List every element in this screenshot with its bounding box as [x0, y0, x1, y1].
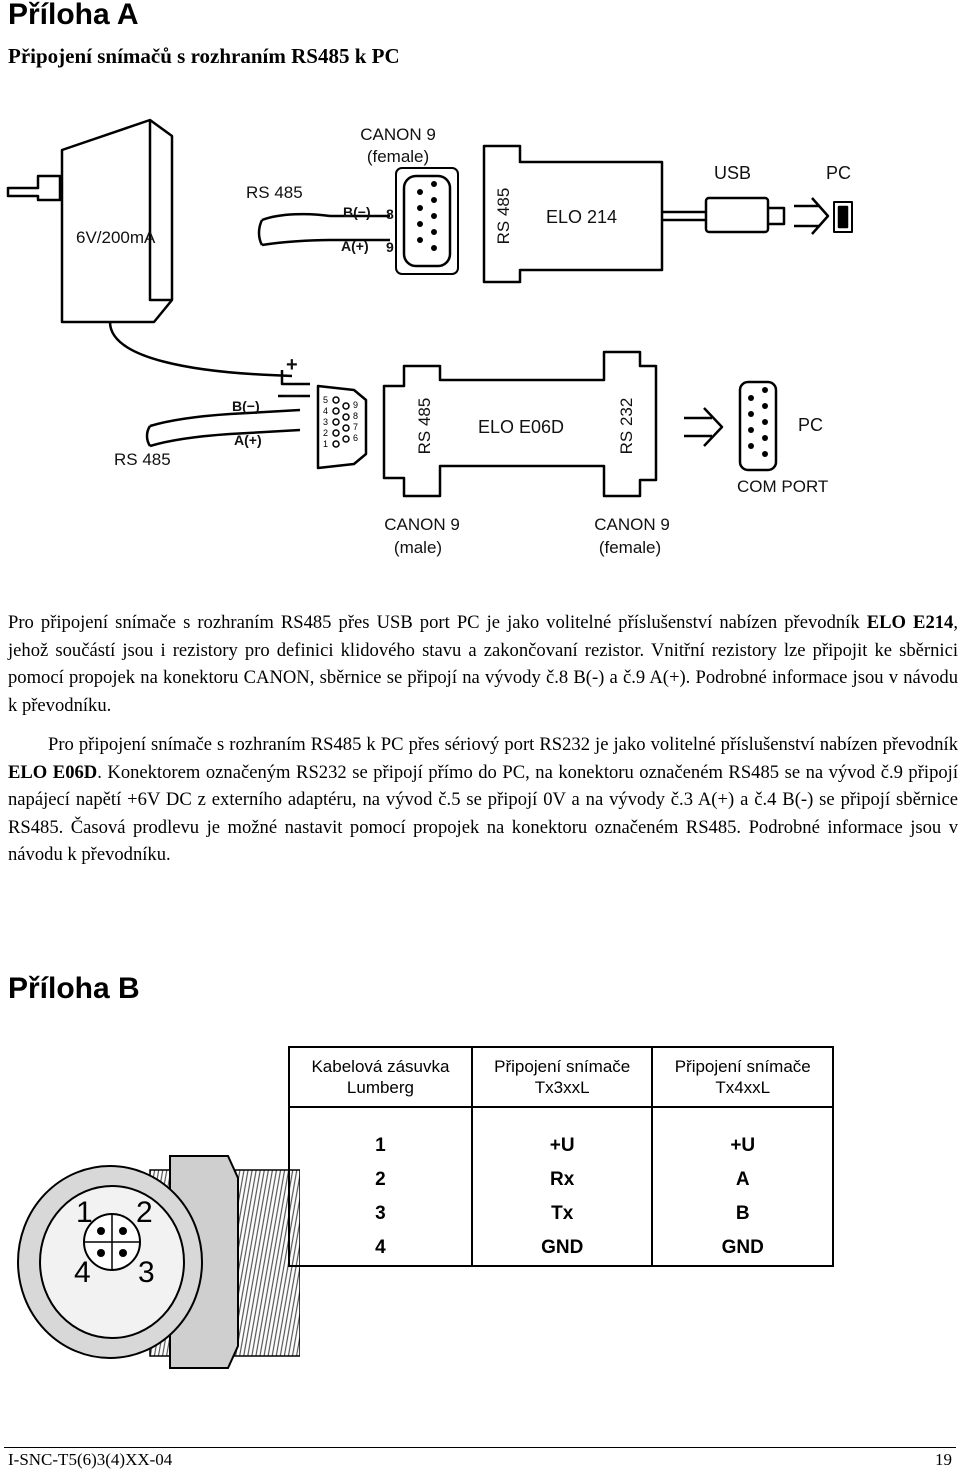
db9-female-top — [402, 174, 452, 268]
table-row: 1 +U +U — [288, 1107, 834, 1163]
arrow-top — [794, 197, 830, 235]
pin-9: 9 — [353, 400, 358, 410]
elo214-box — [482, 144, 664, 284]
pin-6: 6 — [353, 433, 358, 443]
minus-label: — — [284, 387, 300, 404]
rs485-bottom-label: RS 485 — [114, 450, 171, 469]
footer-page-number: 19 — [935, 1450, 952, 1469]
a-plus-bottom: A(+) — [234, 432, 262, 448]
paragraph-elo-e214: Pro připojení snímače s rozhraním RS485 … — [8, 612, 958, 716]
adapter-label: 6V/200mA — [76, 228, 156, 247]
appendix-b-title: Příloha B — [8, 972, 140, 1005]
rs485-top-label: RS 485 — [246, 183, 303, 202]
lumberg-connector-drawing: 1 2 4 3 — [17, 1155, 300, 1369]
canon9-male-line1: CANON 9 — [384, 515, 460, 534]
e06d-rs485-label: RS 485 — [415, 398, 434, 455]
pin-2: 2 — [323, 428, 328, 438]
a-plus-top: A(+) — [341, 238, 369, 254]
table-row: 4 GND GND — [288, 1231, 834, 1267]
pin-7: 7 — [353, 422, 358, 432]
elo214-rs485-label: RS 485 — [494, 188, 513, 245]
appendix-a-title: Příloha A — [8, 0, 139, 31]
lumberg-pin-1: 1 — [76, 1196, 93, 1229]
e06d-rs232-label: RS 232 — [617, 398, 636, 455]
usb-cable — [662, 210, 706, 222]
rs485-cable-bottom — [149, 412, 231, 448]
canon9-top-label: CANON 9 — [360, 125, 436, 144]
appendix-a-subtitle: Připojení snímačů s rozhraním RS485 k PC — [8, 44, 400, 68]
pin-5: 5 — [323, 395, 328, 405]
canon9-female-line1: CANON 9 — [594, 515, 670, 534]
elo-e06d-box — [382, 350, 658, 498]
footer-divider — [4, 1447, 956, 1448]
com-port-db9 — [738, 380, 778, 472]
pc-top-label: PC — [826, 163, 851, 183]
power-plug — [6, 174, 62, 202]
usb-label: USB — [714, 163, 751, 183]
paragraph-elo-e06d: Pro připojení snímače s rozhraním RS485 … — [8, 734, 958, 866]
wiring-diagram: 6V/200mA RS 485 B(−) A(+) 8 9 CANON 9 (f… — [6, 118, 853, 557]
db9-male-bottom — [316, 384, 368, 470]
pin-8: 8 — [353, 411, 358, 421]
pin-1: 1 — [323, 439, 328, 449]
usb-plug — [704, 196, 770, 234]
pin-4: 4 — [323, 406, 328, 416]
footer-doc-code: I-SNC-T5(6)3(4)XX-04 — [8, 1450, 173, 1469]
female-top-label: (female) — [367, 147, 429, 166]
table-row: 3 Tx B — [288, 1197, 834, 1231]
b-minus-top: B(−) — [343, 204, 371, 220]
lumberg-pin-3: 3 — [138, 1256, 155, 1289]
plus-label: + — [286, 354, 298, 376]
com-port-label: COM PORT — [737, 477, 828, 496]
pin-9-label: 9 — [386, 239, 394, 255]
power-adapter — [60, 118, 174, 324]
canon9-male-line2: (male) — [394, 538, 442, 557]
b-minus-bottom: B(−) — [232, 398, 260, 414]
canon9-female-line2: (female) — [599, 538, 661, 557]
arrow-bottom — [684, 407, 724, 447]
elo214-label: ELO 214 — [546, 207, 617, 227]
elo-e06d-label: ELO E06D — [478, 417, 564, 437]
pc-bottom-label: PC — [798, 415, 823, 435]
pin-3: 3 — [323, 417, 328, 427]
pc-usb-port — [833, 201, 853, 233]
table-row: 2 Rx A — [288, 1163, 834, 1197]
rs485-cable-top — [261, 212, 331, 247]
adapter-cable — [108, 321, 293, 378]
lumberg-pin-2: 2 — [136, 1196, 153, 1229]
pin-8-label: 8 — [386, 206, 394, 222]
lumberg-pin-4: 4 — [74, 1256, 91, 1289]
